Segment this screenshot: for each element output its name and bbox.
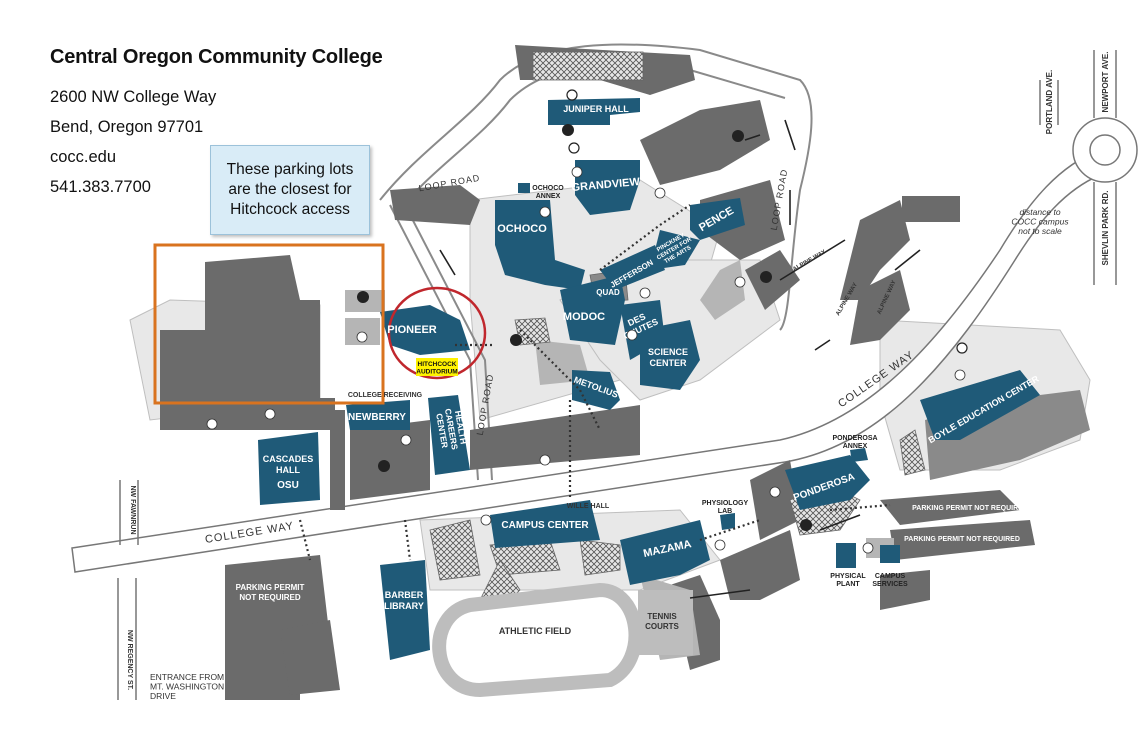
college-way-road xyxy=(71,50,1138,700)
wille-hall-label: WILLE HALL xyxy=(567,503,610,510)
wheelchair-icon xyxy=(539,206,551,218)
motorcycle-parking-icon xyxy=(562,124,574,136)
wheelchair-icon xyxy=(639,287,651,299)
athletic-field-track xyxy=(432,582,643,698)
parking-lots xyxy=(225,45,1090,700)
address-street: 2600 NW College Way xyxy=(50,88,217,106)
parking-permit-note-1: PARKING PERMIT NOT REQUIRED xyxy=(912,505,1028,512)
wheelchair-icon xyxy=(654,187,666,199)
website[interactable]: cocc.edu xyxy=(50,148,117,166)
health-careers-label: HEALTHCAREERSCENTER xyxy=(434,406,470,452)
campus-center-label: CAMPUS CENTER xyxy=(501,520,589,531)
wheelchair-icons xyxy=(206,166,966,554)
newberry-label: NEWBERRY xyxy=(348,412,406,423)
motorcycle-parking-icon xyxy=(732,130,744,142)
wheelchair-icon xyxy=(862,542,874,554)
address-city: Bend, Oregon 97701 xyxy=(50,118,204,136)
college-receiving-label: COLLEGE RECEIVING xyxy=(348,392,423,399)
quad-label: QUAD xyxy=(596,288,620,297)
highlight-pioneer-circle xyxy=(387,286,487,380)
alpine-way-label-1: ALPINE WAY xyxy=(792,249,827,273)
motorcycle-parking-icon xyxy=(510,334,522,346)
wheelchair-icon xyxy=(714,539,726,551)
visitor-parking-icon xyxy=(566,89,578,101)
shevlin-park-label: SHEVLIN PARK RD. xyxy=(1101,191,1110,266)
parking-callout-text: These parking lots are the closest for H… xyxy=(226,161,354,218)
highlight-parking-box xyxy=(153,243,385,405)
walking-paths xyxy=(298,204,891,561)
motorcycle-parking-icon xyxy=(357,291,369,303)
motorcycle-icons xyxy=(357,124,812,531)
parking-callout: These parking lots are the closest for H… xyxy=(210,145,370,235)
portland-ave-label: PORTLAND AVE. xyxy=(1045,70,1054,134)
wheelchair-icon xyxy=(626,329,638,341)
wheelchair-icon xyxy=(571,166,583,178)
nw-regency-label: NW REGENCY ST. xyxy=(126,630,133,690)
newport-ave-label: NEWPORT AVE. xyxy=(1101,52,1110,113)
hitchcock-label-bg xyxy=(416,358,458,376)
buildings xyxy=(258,98,1040,660)
motorcycle-parking-icon xyxy=(800,519,812,531)
wheelchair-icon xyxy=(400,434,412,446)
athletic-field-label: ATHLETIC FIELD xyxy=(499,626,572,636)
osu-label: OSU xyxy=(277,480,299,491)
motorcycle-parking-icon xyxy=(760,271,772,283)
visitor-parking-icon xyxy=(956,342,968,354)
wheelchair-icon xyxy=(954,369,966,381)
wheelchair-icon xyxy=(769,486,781,498)
tennis-courts xyxy=(638,590,693,655)
direction-arrows xyxy=(439,119,921,599)
ochoco-label: OCHOCO xyxy=(497,223,547,235)
wheelchair-icon xyxy=(734,276,746,288)
motorcycle-parking-icon xyxy=(378,460,390,472)
nw-fawnrun-label: NW FAWNRUN xyxy=(129,486,136,535)
wheelchair-icon xyxy=(539,454,551,466)
modoc-label: MODOC xyxy=(563,311,605,323)
phone-number: 541.383.7700 xyxy=(50,178,151,196)
parking-permit-note-2: PARKING PERMIT NOT REQUIRED xyxy=(904,536,1020,543)
visitor-parking-icon xyxy=(568,142,580,154)
wheelchair-icon xyxy=(356,331,368,343)
pioneer-label: PIONEER xyxy=(387,324,437,336)
wheelchair-icon xyxy=(264,408,276,420)
juniper-hall-label: JUNIPER HALL xyxy=(563,104,629,114)
wheelchair-icon xyxy=(206,418,218,430)
visitor-icons xyxy=(566,89,968,354)
college-title: Central Oregon Community College xyxy=(50,46,383,68)
wheelchair-icon xyxy=(480,514,492,526)
grandview-label: GRANDVIEW xyxy=(571,176,641,194)
